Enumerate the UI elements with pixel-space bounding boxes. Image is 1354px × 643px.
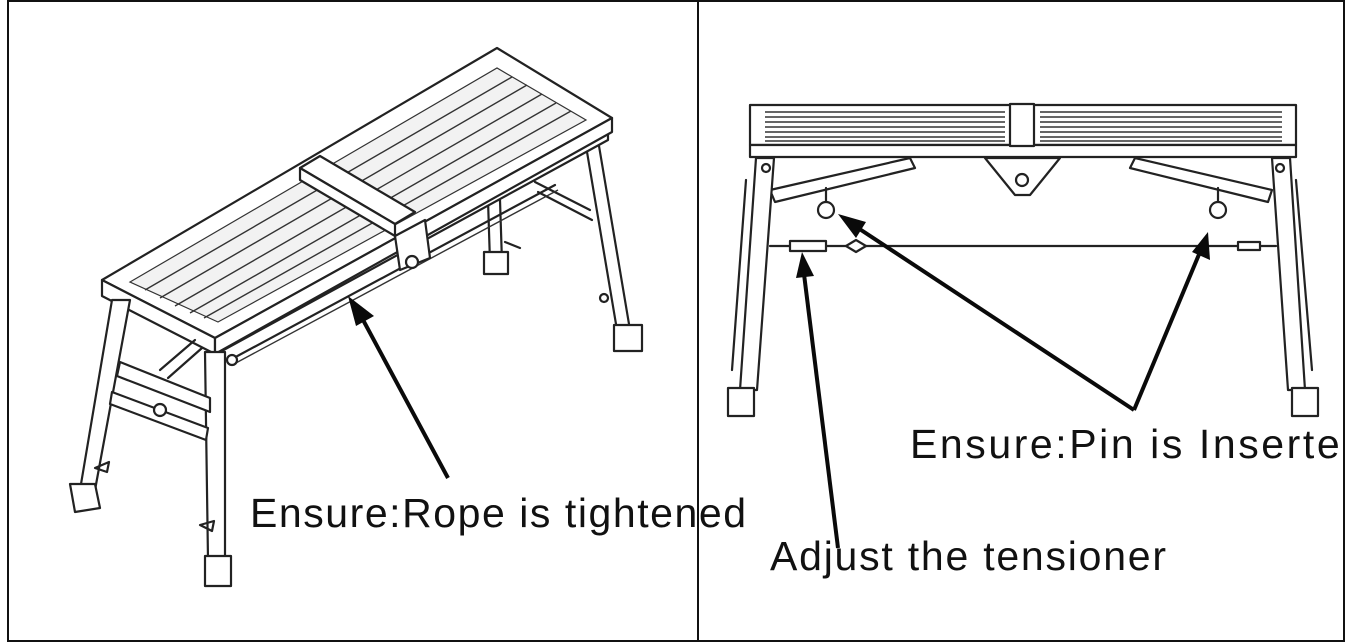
rope-and-tensioner <box>768 238 1278 254</box>
rope-label: Ensure:Rope is tightened <box>250 490 746 536</box>
pin-arrows <box>838 214 1210 412</box>
hinge <box>393 218 432 272</box>
table-frame <box>7 0 1345 642</box>
deck-slats-right <box>1040 111 1282 142</box>
deck-slats-left <box>765 111 1005 142</box>
rope <box>225 183 559 367</box>
pin-right <box>1208 186 1228 220</box>
back-legs <box>482 138 644 353</box>
legs <box>726 156 1320 418</box>
pin-label: Ensure:Pin is Inserted <box>910 421 1354 467</box>
front-legs <box>68 298 233 588</box>
pin-left <box>816 186 836 220</box>
deck <box>748 102 1298 197</box>
tensioner-label: Adjust the tensioner <box>770 533 1166 579</box>
platform-perspective-illustration: Ensure:Rope is tightened <box>68 46 746 588</box>
tensioner-arrow <box>796 252 840 549</box>
platform-front-view-illustration: Ensure:Pin is Inserted Adjust the tensio… <box>726 102 1354 579</box>
rope-arrow <box>348 296 450 479</box>
